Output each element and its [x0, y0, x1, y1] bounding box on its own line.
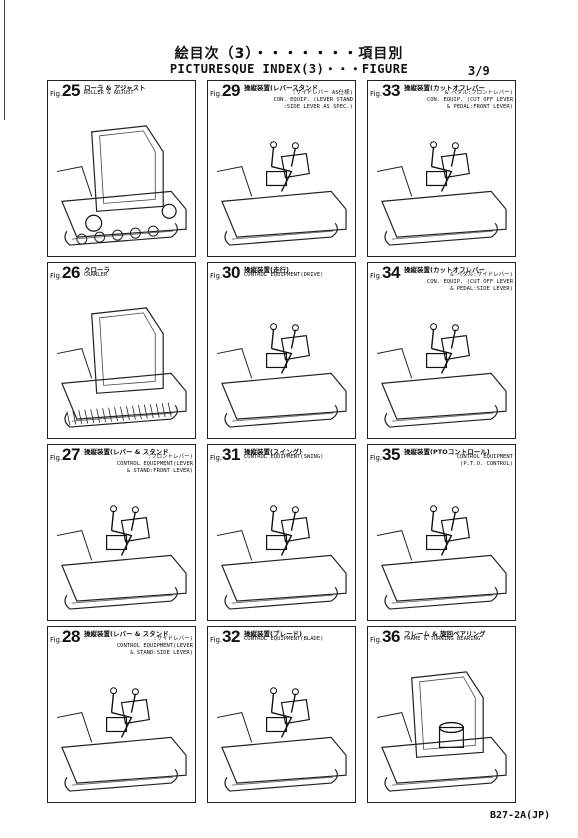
excavator-illustration [212, 111, 351, 252]
caption-jp: 操縦装置(レバー & スタンド [84, 448, 169, 456]
excavator-illustration [52, 475, 191, 616]
caption-en: CONTROL EQUIPMENT(DRIVE) [244, 272, 324, 278]
caption-jp: 操縦装置(走行) [244, 266, 289, 274]
figure-number: 35 [382, 445, 400, 464]
fig-label: Fig. [370, 636, 383, 644]
caption-en: CONTROL EQUIPMENT(BLADE) [244, 636, 324, 642]
figure-panel-30[interactable]: Fig.30 操縦装置(走行)CONTROL EQUIPMENT(DRIVE) [207, 262, 356, 439]
caption-en: :フロントレバー) CONTROL EQUIPMENT(LEVER & STAN… [116, 454, 193, 474]
fig-label: Fig. [50, 454, 63, 462]
excavator-illustration [212, 475, 351, 616]
excavator-illustration [52, 293, 191, 434]
figure-number: 30 [222, 263, 240, 282]
excavator-illustration [372, 293, 511, 434]
caption-jp: ローラ & アジャスト [84, 84, 146, 92]
index-title-en: PICTURESQUE INDEX(3)・・・FIGURE [169, 62, 409, 76]
fig-label: Fig. [50, 272, 63, 280]
figure-number: 31 [222, 445, 240, 464]
index-title-jp: 絵目次（3）・・・・・・・項目別 [174, 46, 404, 62]
binding-edge [0, 0, 5, 120]
figure-panel-33[interactable]: Fig.33 操縦装置(カットオフレバー& ペダル:フロントレバー) CON. E… [367, 80, 516, 257]
excavator-illustration [372, 475, 511, 616]
figure-number: 26 [62, 263, 80, 282]
figure-panel-29[interactable]: Fig.29 操縦装置(レバースタンド:サイドレバー AS仕様) CON. EQU… [207, 80, 356, 257]
caption-en: & ペダル:フロントレバー) CON. EQUIP. (CUT OFF LEVE… [426, 90, 513, 110]
caption-jp: 操縦装置(スイング) [244, 448, 302, 456]
caption-en: CONTROL EQUIPMENT(SWING) [244, 454, 324, 460]
excavator-illustration [52, 111, 191, 252]
caption-jp: 操縦装置(カットオフレバー [404, 84, 485, 92]
figure-number: 33 [382, 81, 400, 100]
caption-en: & ペダル:サイドレバー) CON. EQUIP. (CUT OFF LEVER… [426, 272, 513, 292]
page-number: 3/9 [468, 64, 490, 78]
caption-jp: 操縦装置(PTOコントロール) [404, 448, 490, 456]
caption-jp: クローラ [84, 266, 110, 274]
caption-jp: 操縦装置(レバースタンド [244, 84, 319, 92]
figure-panel-27[interactable]: Fig.27 操縦装置(レバー & スタンド:フロントレバー) CONTROL E… [47, 444, 196, 621]
excavator-illustration [212, 657, 351, 798]
figure-number: 34 [382, 263, 400, 282]
figure-panel-35[interactable]: Fig.35 操縦装置(PTOコントロール)CONTROL EQUIPMENT (… [367, 444, 516, 621]
fig-label: Fig. [50, 90, 63, 98]
fig-label: Fig. [370, 90, 383, 98]
fig-label: Fig. [210, 636, 223, 644]
figure-number: 25 [62, 81, 80, 100]
fig-label: Fig. [370, 272, 383, 280]
caption-en: CRAWLER [84, 272, 108, 278]
excavator-illustration [52, 657, 191, 798]
fig-label: Fig. [50, 636, 63, 644]
fig-label: Fig. [370, 454, 383, 462]
excavator-illustration [372, 657, 511, 798]
caption-en: ROLLER & ADJUST [84, 90, 134, 96]
excavator-illustration [212, 293, 351, 434]
caption-en: :サイドレバー AS仕様) CON. EQUIP. (LEVER STAND :… [273, 90, 353, 110]
figure-number: 28 [62, 627, 80, 646]
figure-panel-31[interactable]: Fig.31 操縦装置(スイング)CONTROL EQUIPMENT(SWING) [207, 444, 356, 621]
caption-jp: フレーム & 旋回ベアリング [404, 630, 486, 638]
caption-en: FRAME & TURNING BEARING [404, 636, 481, 642]
fig-label: Fig. [210, 90, 223, 98]
figure-number: 29 [222, 81, 240, 100]
document-code: B27-2A(JP) [490, 810, 551, 821]
figure-panel-28[interactable]: Fig.28 操縦装置(レバー & スタンド:サイドレバー) CONTROL EQ… [47, 626, 196, 803]
excavator-illustration [372, 111, 511, 252]
figure-number: 36 [382, 627, 400, 646]
caption-jp: 操縦装置(カットオフレバー [404, 266, 485, 274]
figure-number: 32 [222, 627, 240, 646]
caption-en: :サイドレバー) CONTROL EQUIPMENT(LEVER & STAND… [116, 636, 193, 656]
caption-jp: 操縦装置(ブレード) [244, 630, 302, 638]
figure-number: 27 [62, 445, 80, 464]
figure-panel-32[interactable]: Fig.32 操縦装置(ブレード)CONTROL EQUIPMENT(BLADE) [207, 626, 356, 803]
fig-label: Fig. [210, 272, 223, 280]
caption-en: CONTROL EQUIPMENT (P.T.O. CONTROL) [456, 454, 513, 467]
figure-panel-34[interactable]: Fig.34 操縦装置(カットオフレバー& ペダル:サイドレバー) CON. EQ… [367, 262, 516, 439]
fig-label: Fig. [210, 454, 223, 462]
caption-jp: 操縦装置(レバー & スタンド [84, 630, 169, 638]
